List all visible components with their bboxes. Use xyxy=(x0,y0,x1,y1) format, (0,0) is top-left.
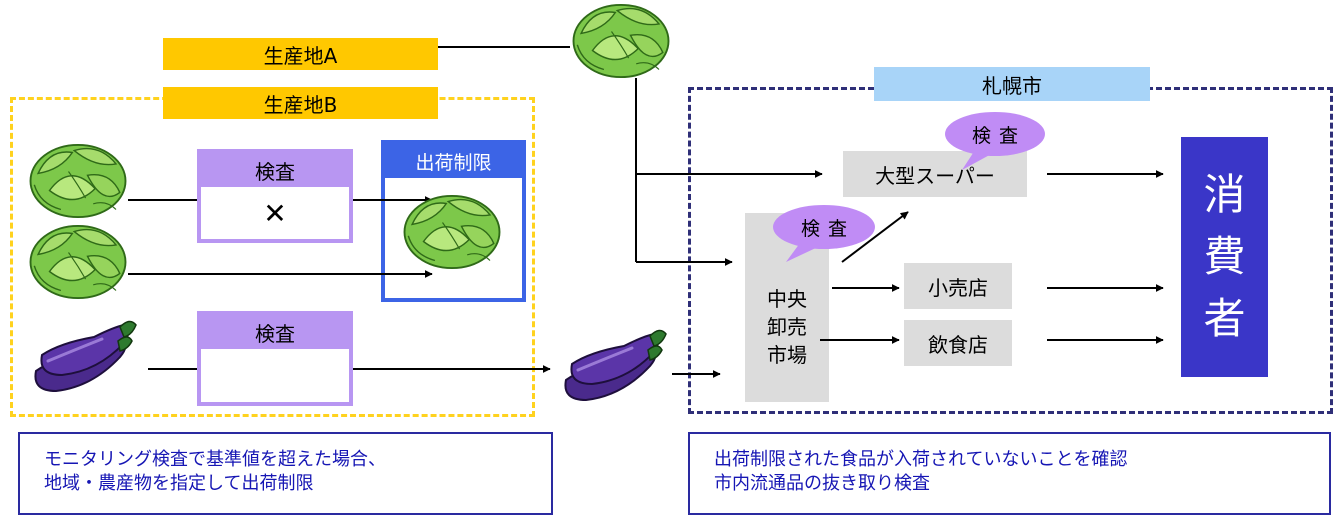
note-sampling: 出荷制限された食品が入荷されていないことを確認 市内流通品の抜き取り検査 xyxy=(688,432,1331,515)
fail-mark: ✕ xyxy=(263,196,287,230)
lettuce-icon-restricted xyxy=(403,194,501,270)
eggplant-icon-shipped xyxy=(563,328,668,402)
lettuce-icon-area-a xyxy=(572,3,670,79)
lettuce-icon-area-b-1 xyxy=(29,143,127,219)
restaurant-box: 飲食店 xyxy=(904,320,1012,366)
note-left-line-1: モニタリング検査で基準値を超えた場合、 xyxy=(44,449,386,470)
inspection-label: 検査 xyxy=(201,315,349,349)
note-right-line-1: 出荷制限された食品が入荷されていないことを確認 xyxy=(714,449,1128,470)
bubble-tail-market xyxy=(786,243,820,262)
note-monitoring: モニタリング検査で基準値を超えた場合、 地域・農産物を指定して出荷制限 xyxy=(18,432,553,515)
bubble-tail-supermarket xyxy=(962,150,995,170)
lettuce-icon-area-b-2 xyxy=(29,224,127,300)
consumer-char-3: 者 xyxy=(1203,294,1246,343)
note-left-line-2: 地域・農産物を指定して出荷制限 xyxy=(44,473,314,494)
shipment-restriction-label: 出荷制限 xyxy=(385,144,522,178)
area-a-label: 生産地A xyxy=(163,38,438,70)
inspection-bubble-supermarket: 検査 xyxy=(945,112,1045,156)
market-label-line-3: 市場 xyxy=(767,342,807,367)
sapporo-city-label: 札幌市 xyxy=(874,67,1150,101)
consumer-char-2: 費 xyxy=(1203,232,1246,281)
consumer-box: 消 費 者 xyxy=(1181,137,1268,377)
eggplant-icon-area-b xyxy=(33,319,138,393)
market-label-line-1: 中央 xyxy=(767,286,807,311)
inspection-bubble-market: 検査 xyxy=(773,205,875,249)
consumer-char-1: 消 xyxy=(1203,170,1246,219)
inspection-box-eggplant: 検査 xyxy=(197,311,353,406)
market-label-line-2: 卸売 xyxy=(767,314,807,339)
retail-store-box: 小売店 xyxy=(904,263,1012,309)
area-b-label: 生産地B xyxy=(163,87,438,119)
inspection-box-lettuce: 検査 ✕ xyxy=(197,149,353,243)
supermarket-box: 大型スーパー xyxy=(843,151,1027,197)
inspection-label: 検査 xyxy=(201,153,349,187)
note-right-line-2: 市内流通品の抜き取り検査 xyxy=(714,473,930,494)
